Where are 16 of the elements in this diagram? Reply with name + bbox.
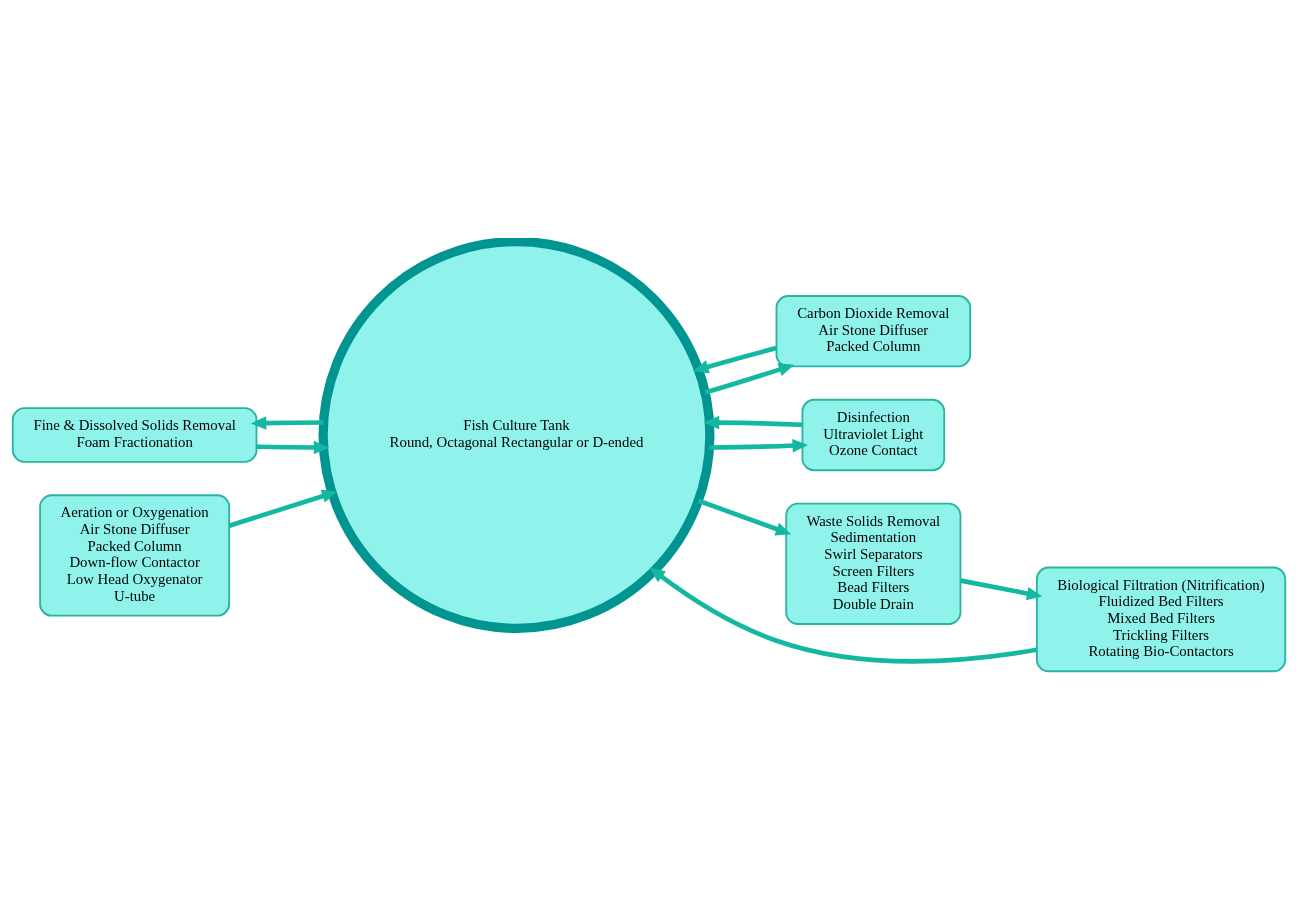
arrow	[697, 498, 792, 535]
arrow	[256, 440, 330, 454]
node-box: Aeration or Oxygenation Air Stone Diffuser Packed Column Down-flow Contactor Low Head Oxygenator U-tube	[39, 493, 231, 617]
node-box: Waste Solids Removal Sedimentation Swirl Separators Screen Filters Bead Filters Double Drain	[785, 502, 962, 625]
node-box: Carbon Dioxide Removal Air Stone Diffuser Packed Column	[775, 294, 972, 367]
arrow	[250, 415, 324, 430]
arrow	[693, 345, 777, 373]
arrow	[228, 489, 338, 528]
arrow	[649, 567, 1038, 663]
arrow	[703, 415, 803, 429]
arrow	[704, 362, 795, 395]
node-box: Biological Filtration (Nitrification) Fluidized Bed Filters Mixed Bed Filters Trickling Filters Rotating Bio-Contactors	[1035, 566, 1287, 672]
arrow	[960, 577, 1043, 600]
node-box: Disinfection Ultraviolet Light Ozone Contact	[801, 398, 946, 471]
node-box: Fine & Dissolved Solids Removal Foam Fractionation	[11, 406, 258, 463]
arrow	[709, 438, 808, 452]
